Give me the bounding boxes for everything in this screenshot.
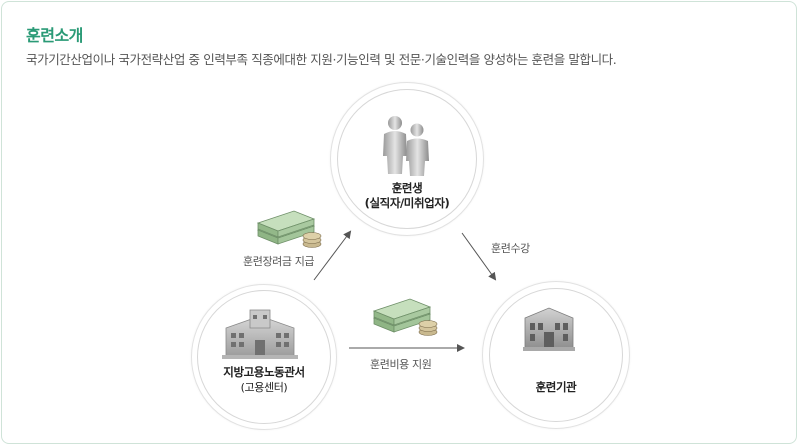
money-stack-icon xyxy=(256,210,322,248)
trainee-label: 훈련생 (실직자/미취업자) xyxy=(337,181,477,211)
money-stack-icon-2 xyxy=(372,298,438,336)
trainee-label-line2: (실직자/미취업자) xyxy=(364,196,450,210)
institution-label: 훈련기관 xyxy=(535,380,577,394)
arrow-trainee-to-institution xyxy=(461,232,497,281)
office-building-icon xyxy=(222,309,298,359)
attendance-label: 훈련수강 xyxy=(491,242,530,255)
cost-support-label: 훈련비용 지원 xyxy=(370,358,432,371)
labor-office-label-line2: (고용센터) xyxy=(240,381,288,394)
school-building-icon xyxy=(523,307,575,351)
people-icon xyxy=(383,116,429,176)
arrow-office-to-trainee xyxy=(313,230,352,281)
labor-office-label: 지방고용노동관서 (고용센터) xyxy=(197,365,331,395)
page-description: 국가기간산업이나 국가전략산업 중 인력부족 직종에대한 지원·기능인력 및 전… xyxy=(26,52,617,67)
institution-node-ring xyxy=(489,288,623,422)
trainee-label-line1: 훈련생 xyxy=(391,181,423,195)
incentive-label: 훈련장려금 지급 xyxy=(243,255,315,268)
page-title: 훈련소개 xyxy=(26,26,83,45)
labor-office-label-line1: 지방고용노동관서 xyxy=(223,365,305,379)
